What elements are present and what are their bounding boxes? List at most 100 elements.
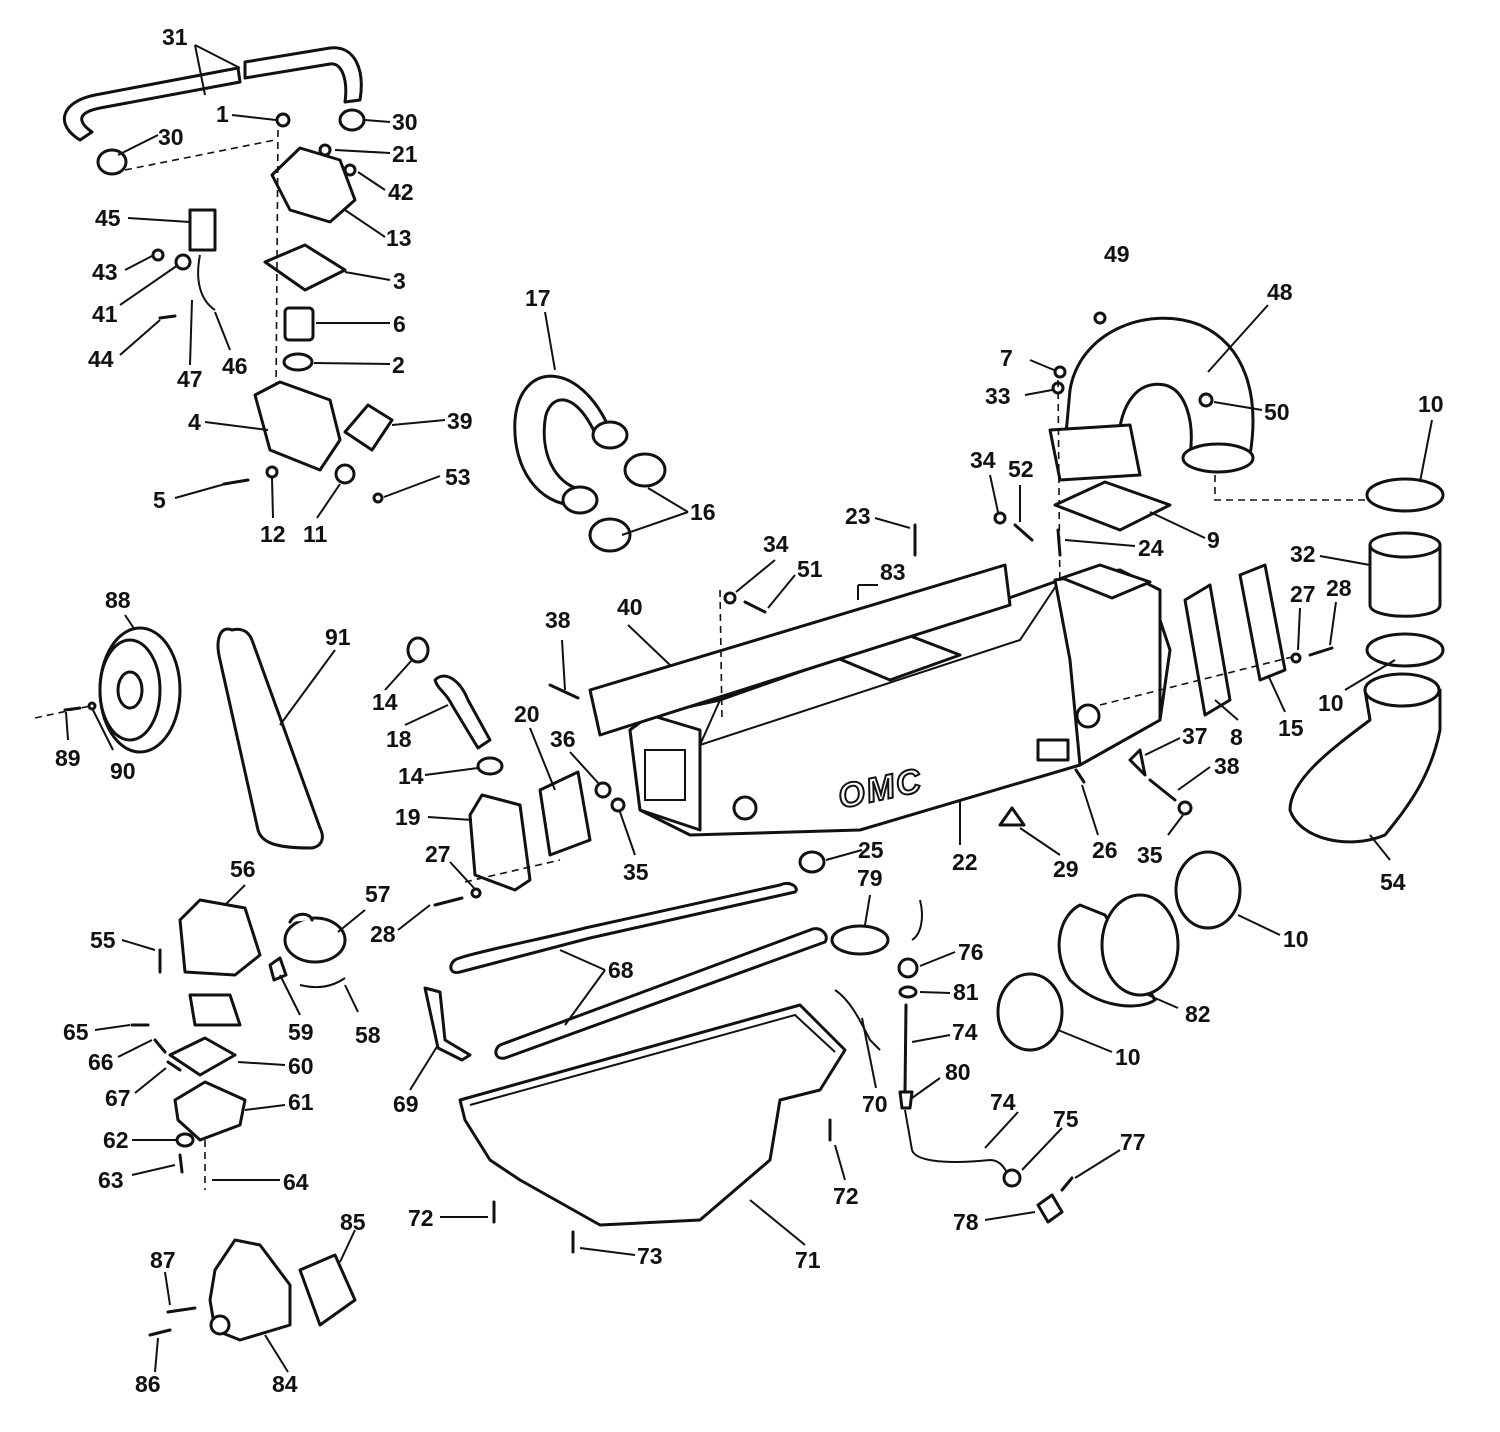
callout-label: 18 bbox=[386, 726, 412, 752]
part-59-clip bbox=[268, 956, 288, 982]
part-40-manifold-gasket bbox=[588, 563, 1012, 737]
callout-label: 84 bbox=[272, 1371, 298, 1397]
part-71-oil-pan-lip bbox=[469, 1013, 836, 1106]
part-52-bolt bbox=[1013, 523, 1034, 542]
callout-label: 9 bbox=[1207, 527, 1220, 553]
callout-label: 20 bbox=[514, 701, 540, 727]
part-66-pin bbox=[153, 1038, 167, 1054]
parts-layer bbox=[34, 46, 1445, 1342]
part-24-stud bbox=[1056, 528, 1062, 557]
callout-label: 78 bbox=[953, 1209, 979, 1235]
part-54-exhaust-boot-top bbox=[1363, 672, 1441, 708]
part-6-thermostat bbox=[283, 306, 315, 342]
callout-label: 47 bbox=[177, 366, 203, 392]
part-56-oil-pump bbox=[178, 898, 262, 977]
part-22-exhaust-manifold bbox=[628, 578, 1172, 837]
part-78-fitting bbox=[1036, 1193, 1064, 1224]
part-28-bolt-left bbox=[433, 896, 464, 907]
part-57-cover-neck bbox=[288, 912, 314, 924]
part-5-bolt bbox=[222, 478, 250, 486]
part-82-exhaust-hose-end bbox=[1100, 893, 1180, 997]
part-31-hose-left bbox=[62, 66, 242, 142]
part-51-bolt bbox=[743, 600, 767, 614]
part-15-plate bbox=[1238, 563, 1287, 682]
part-53-screw bbox=[372, 492, 384, 504]
callout-label: 90 bbox=[110, 758, 136, 784]
part-87-bolt bbox=[166, 1306, 197, 1314]
part-17-hose-end-top bbox=[591, 420, 629, 450]
part-39-gasket bbox=[343, 403, 394, 452]
part-56-oil-pump-screen bbox=[188, 993, 242, 1027]
part-41-fitting bbox=[174, 253, 192, 271]
part-48-exhaust-elbow-flange bbox=[1048, 423, 1142, 482]
callout-label: 72 bbox=[408, 1205, 434, 1231]
part-4-housing bbox=[253, 380, 342, 472]
callout-label: 10 bbox=[1115, 1044, 1141, 1070]
dashed-line-30 bbox=[124, 139, 276, 171]
part-2-seal bbox=[282, 352, 314, 372]
part-20-gasket bbox=[538, 770, 592, 857]
part-22-manifold-boss bbox=[1036, 738, 1070, 762]
callout-label: 65 bbox=[63, 1019, 89, 1045]
part-27-washer-left bbox=[470, 887, 482, 899]
part-74-dipstick-lower-tube bbox=[904, 1109, 1009, 1176]
callout-label: 3 bbox=[393, 268, 406, 294]
dashed-line-thermostat-stack bbox=[275, 129, 279, 396]
part-43-bolt bbox=[151, 248, 165, 262]
callout-label: 72 bbox=[833, 1183, 859, 1209]
callout-label: 59 bbox=[288, 1019, 314, 1045]
part-17-hose-end-bottom bbox=[561, 485, 599, 515]
part-34-washer-top bbox=[993, 511, 1007, 525]
part-63-bolt bbox=[178, 1153, 184, 1174]
callout-label: 22 bbox=[952, 849, 978, 875]
part-14-clamp-top bbox=[406, 636, 430, 664]
part-21-fitting bbox=[318, 143, 332, 157]
callout-label: 89 bbox=[55, 745, 81, 771]
part-7-washer bbox=[1053, 365, 1067, 379]
part-27-washer-right bbox=[1290, 652, 1302, 664]
part-46-47-wire bbox=[197, 254, 216, 311]
part-68-pan-rail-upper bbox=[449, 881, 798, 975]
part-3-gasket bbox=[263, 243, 347, 292]
callout-label: 80 bbox=[945, 1059, 971, 1085]
callout-labels: 31 30 1 30 21 42 45 13 43 3 41 6 44 47 4… bbox=[55, 24, 1444, 1397]
callout-label: 40 bbox=[617, 594, 643, 620]
callout-label: 10 bbox=[1318, 690, 1344, 716]
part-10-clamp-lower-left bbox=[996, 972, 1064, 1052]
callout-label: 10 bbox=[1283, 926, 1309, 952]
part-22-manifold-flange bbox=[628, 713, 702, 832]
part-35-nut-left bbox=[610, 797, 626, 813]
callout-label: 61 bbox=[288, 1089, 314, 1115]
callout-label: 58 bbox=[355, 1022, 381, 1048]
part-48-exhaust-elbow bbox=[1063, 316, 1255, 457]
callout-label: 70 bbox=[862, 1091, 888, 1117]
part-42-fitting bbox=[343, 163, 357, 177]
part-22-manifold-flange-port bbox=[644, 749, 686, 801]
callout-label: 50 bbox=[1264, 399, 1290, 425]
callout-label: 25 bbox=[858, 837, 884, 863]
part-14-clamp-bottom bbox=[476, 756, 504, 776]
callout-label: 36 bbox=[550, 726, 576, 752]
callout-label: 28 bbox=[370, 921, 396, 947]
callout-label: 34 bbox=[763, 531, 789, 557]
part-75-fitting bbox=[1002, 1168, 1022, 1188]
dashed-line-19 bbox=[464, 859, 561, 883]
part-31-hose-right bbox=[243, 46, 363, 104]
callout-label: 88 bbox=[105, 587, 131, 613]
part-86-bolt bbox=[148, 1328, 172, 1337]
callout-label: 38 bbox=[1214, 753, 1240, 779]
part-19-cover bbox=[468, 793, 532, 892]
part-90-washer bbox=[87, 701, 97, 711]
dashed-line-15 bbox=[1099, 654, 1301, 706]
part-74-dipstick-tube bbox=[903, 1003, 908, 1094]
part-37-clip bbox=[1128, 748, 1147, 777]
callout-label: 51 bbox=[797, 556, 823, 582]
callout-label: 64 bbox=[283, 1169, 309, 1195]
part-49-plug bbox=[1093, 311, 1107, 325]
dashed-line-40 bbox=[719, 589, 723, 721]
dashed-line-88 bbox=[34, 704, 96, 719]
callout-label: 19 bbox=[395, 804, 421, 830]
part-10-clamp-middle bbox=[1365, 632, 1445, 668]
